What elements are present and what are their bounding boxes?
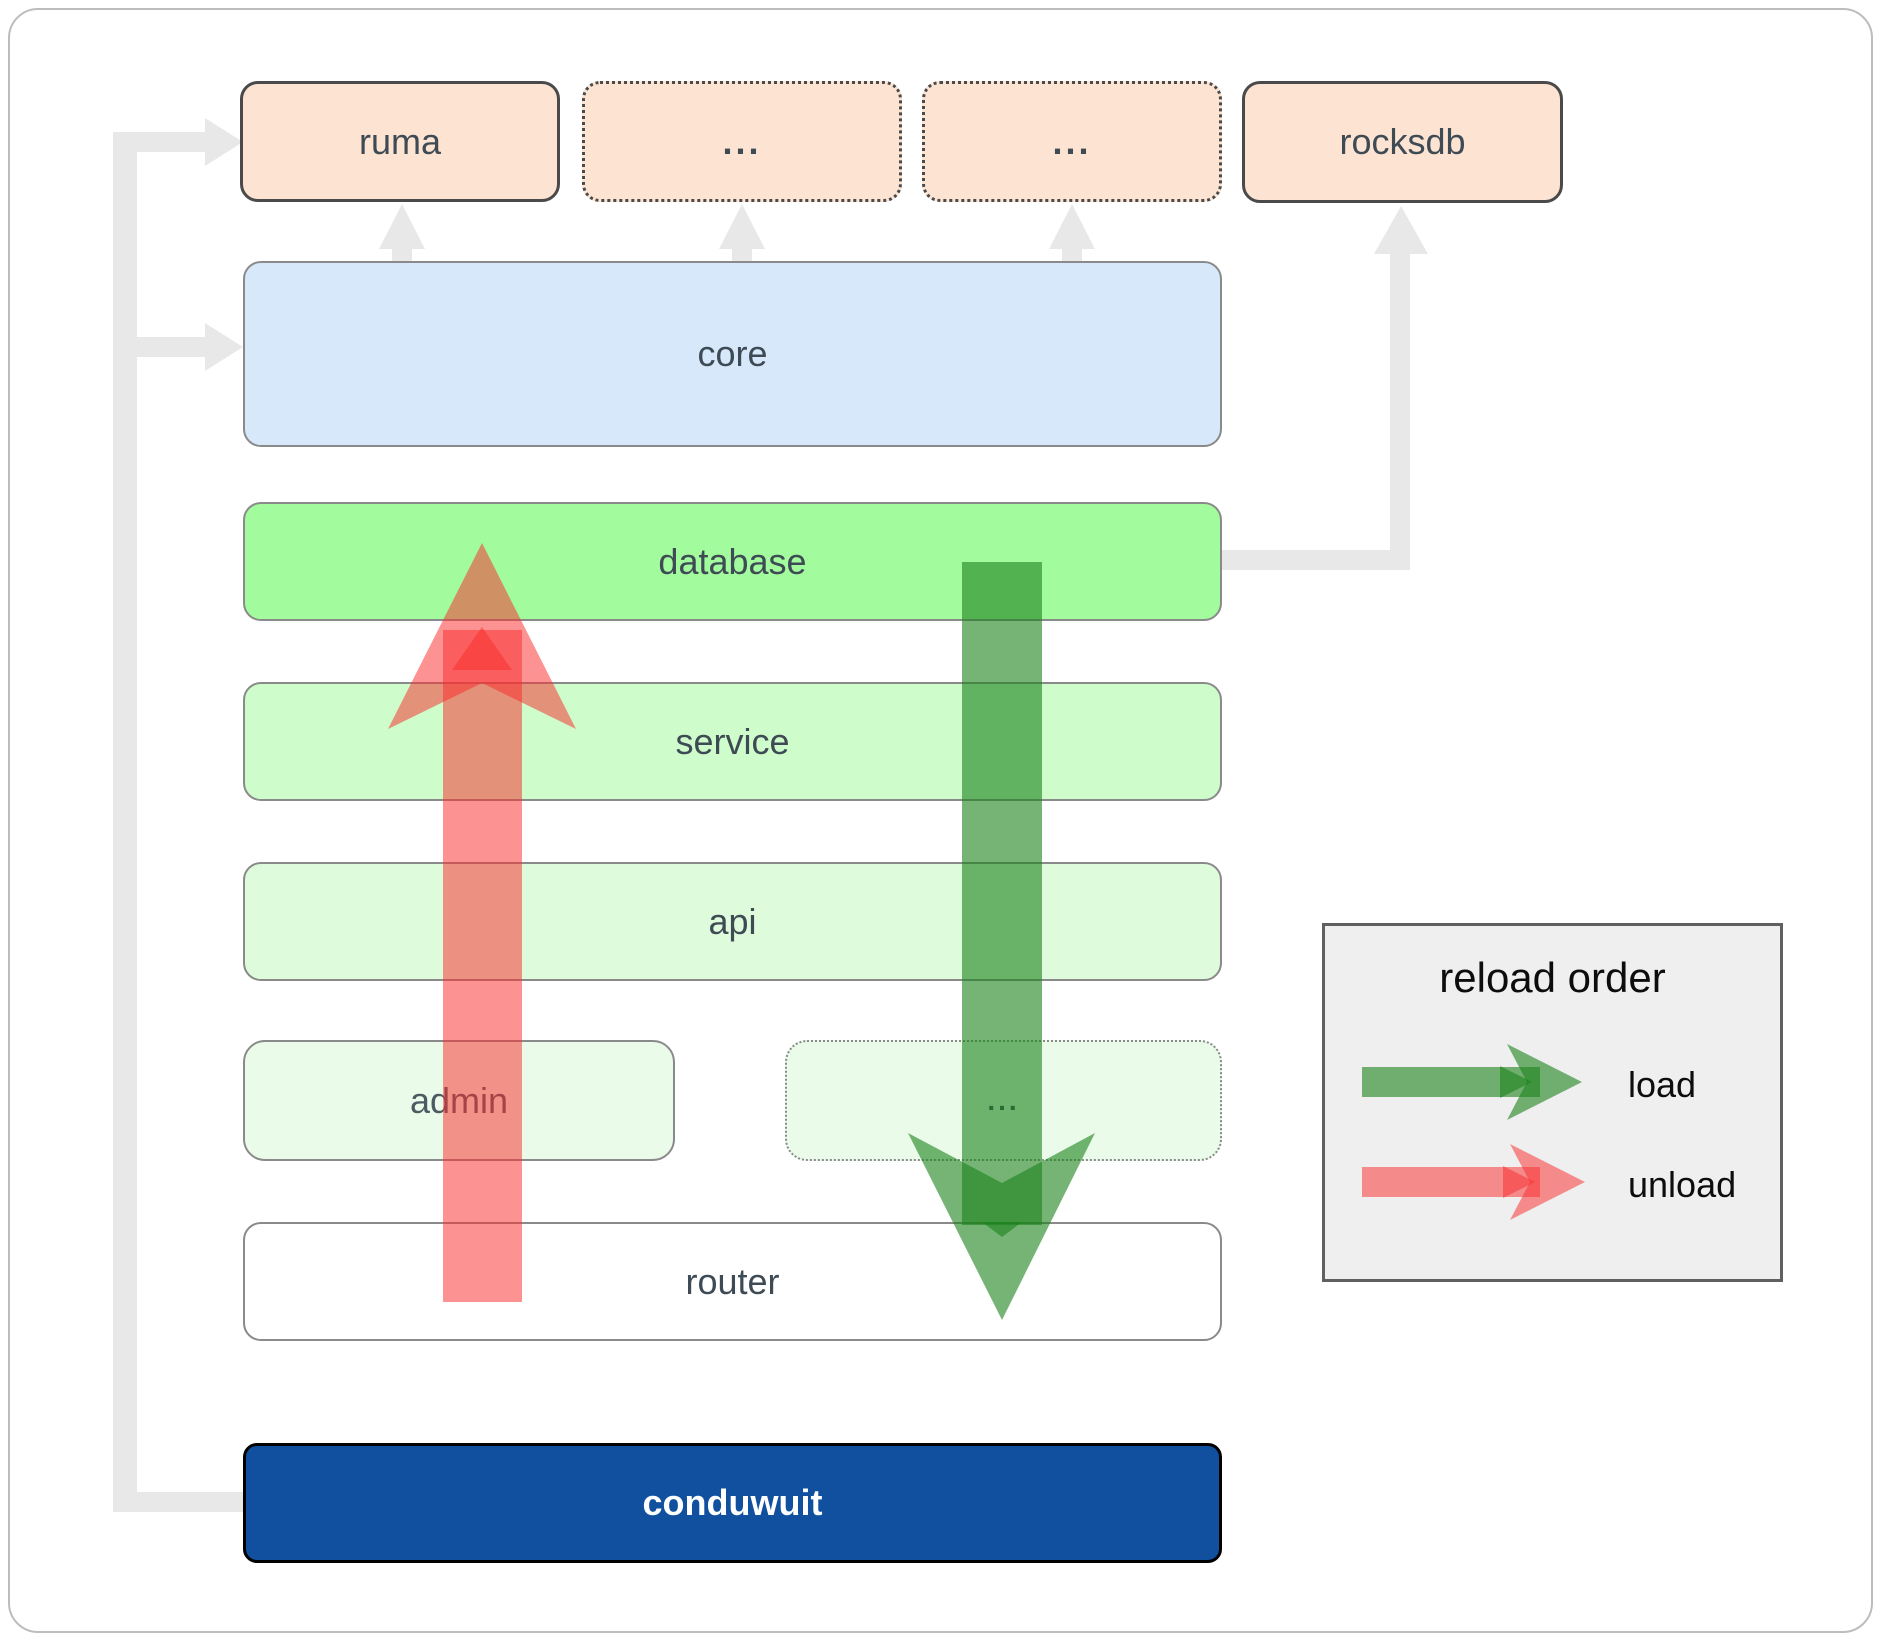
node-external-crate-1: ...	[582, 81, 902, 202]
node-router-label: router	[685, 1260, 780, 1302]
legend-title: reload order	[1439, 954, 1666, 1001]
node-admin-label: admin	[409, 1079, 509, 1121]
node-service-label: service	[675, 720, 790, 762]
node-database-label: database	[658, 540, 807, 582]
node-service-module-ellipsis: ...	[785, 1040, 1222, 1161]
node-conduwuit: conduwuit	[243, 1443, 1222, 1563]
node-conduwuit-label: conduwuit	[642, 1482, 823, 1523]
node-external-crate-2: ...	[922, 81, 1222, 202]
node-ruma: ruma	[240, 81, 560, 202]
node-rocksdb: rocksdb	[1242, 81, 1563, 203]
node-router: router	[243, 1222, 1222, 1341]
node-ruma-label: ruma	[358, 120, 442, 162]
node-api-label: api	[708, 900, 757, 942]
node-core: core	[243, 261, 1222, 447]
node-api: api	[243, 862, 1222, 981]
node-rocksdb-label: rocksdb	[1339, 121, 1466, 162]
diagram-outer-border	[8, 8, 1873, 1633]
node-external-crate-2-label: ...	[1052, 120, 1092, 162]
node-service: service	[243, 682, 1222, 801]
legend-unload-label: unload	[1628, 1164, 1737, 1205]
node-database: database	[243, 502, 1222, 621]
legend-reload-order: reload order load unload	[1322, 923, 1783, 1282]
legend-load-label: load	[1628, 1064, 1697, 1105]
node-external-crate-1-label: ...	[722, 120, 762, 162]
node-core-label: core	[697, 333, 768, 374]
node-admin: admin	[243, 1040, 675, 1161]
node-service-module-ellipsis-label: ...	[987, 1084, 1020, 1116]
